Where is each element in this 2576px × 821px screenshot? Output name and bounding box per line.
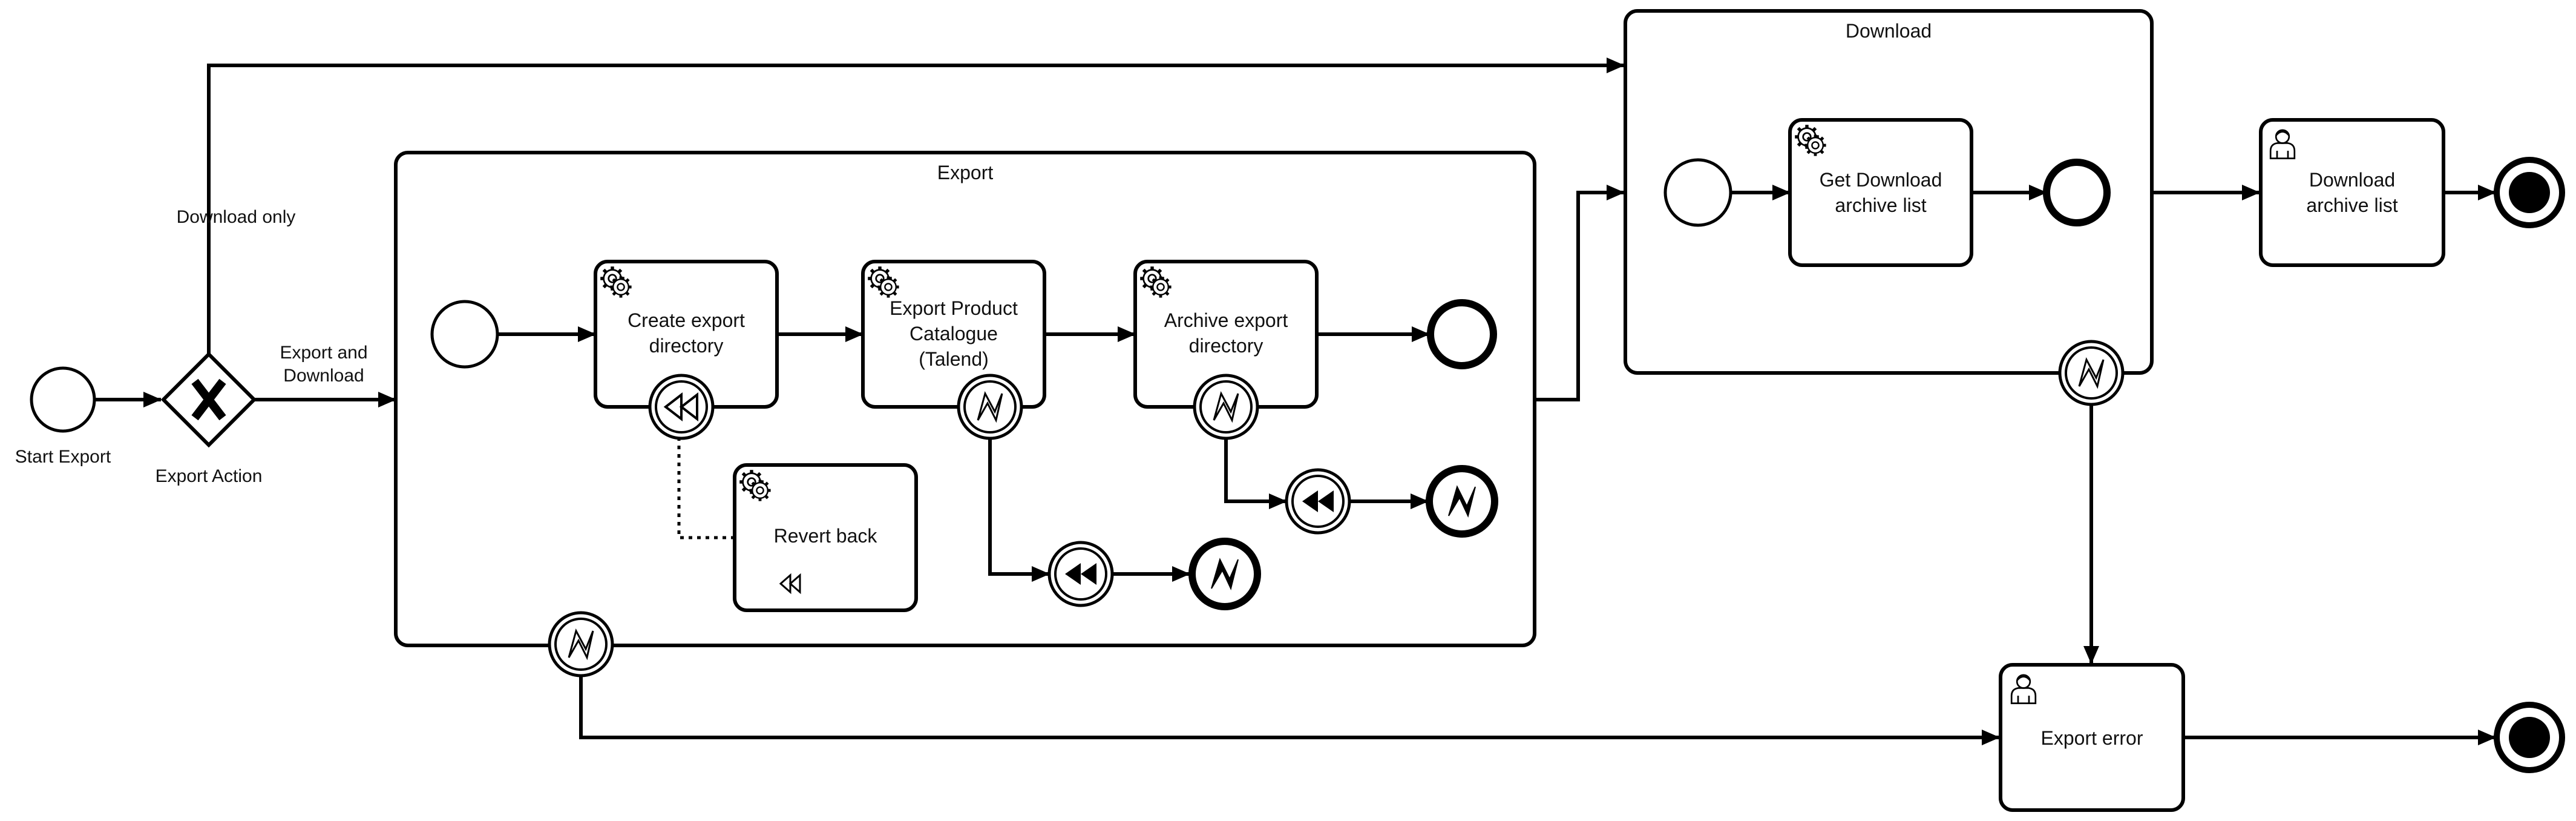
sequence-flows [93,58,2496,745]
error-boundary-event-archive[interactable] [1193,374,1259,440]
export-inner-end-event[interactable] [1427,299,1497,369]
task-revert-back[interactable] [733,463,918,612]
rewind-compensation-icon [1302,490,1334,512]
task-get-download-archive-list[interactable] [1788,118,1973,267]
compensation-throw-event-2[interactable] [1285,468,1351,535]
error-boundary-event-export[interactable] [548,611,614,678]
download-inner-start-event[interactable] [1663,158,1732,227]
user-task-download-archive-list[interactable] [2259,118,2445,267]
flow-export-to-download [1535,185,1625,401]
download-inner-end-event[interactable] [2043,159,2111,226]
flow-catalogue-error-to-compensate [988,437,1050,582]
error-boundary-event-download[interactable] [2058,340,2125,406]
start-event[interactable] [30,366,96,433]
compensation-association [677,437,735,539]
flow-export-error-to-export-error [579,673,2000,745]
terminate-end-event-error[interactable] [2494,702,2565,773]
flow-download-only [207,58,1625,354]
export-inner-start-event[interactable] [430,300,499,369]
exclusive-gateway[interactable] [160,351,257,448]
user-task-export-error[interactable] [1999,663,2185,812]
error-end-event-2[interactable] [1426,465,1498,538]
rewind-compensation-icon [663,392,698,422]
error-end-event-1[interactable] [1188,538,1261,610]
task-export-product-catalogue[interactable] [861,260,1046,409]
compensation-throw-event-1[interactable] [1047,541,1114,607]
error-boundary-event-catalogue[interactable] [957,374,1023,440]
exclusive-gateway-x-icon [191,378,226,421]
flow-archive-error-to-compensate [1224,437,1287,509]
export-subprocess[interactable] [394,151,1536,647]
rewind-compensation-icon [1065,563,1096,585]
compensation-boundary-event[interactable] [648,374,715,440]
download-subprocess[interactable] [1624,9,2154,375]
terminate-end-event-download[interactable] [2494,157,2565,228]
rewind-compensation-icon [779,573,801,595]
